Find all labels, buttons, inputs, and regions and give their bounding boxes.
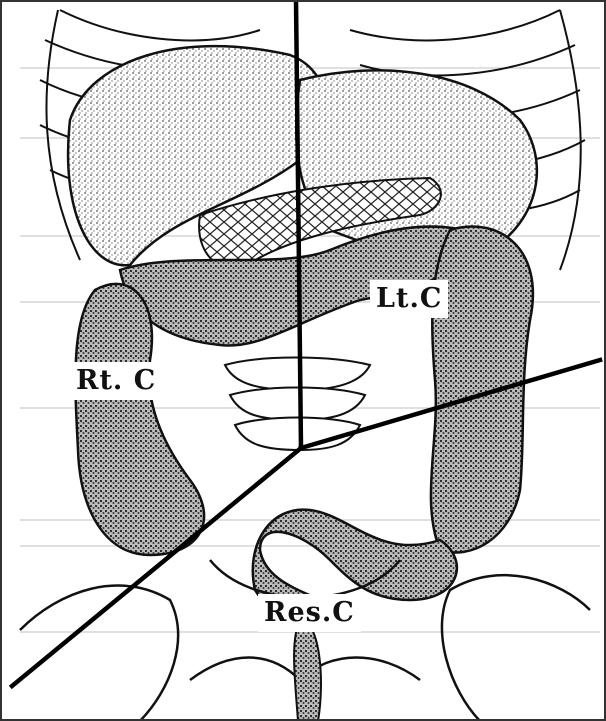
descending-colon xyxy=(431,227,533,553)
left-colon-label: Lt.C xyxy=(370,280,448,318)
rectosigmoid-colon-label: Res.C xyxy=(258,594,361,632)
rectum xyxy=(294,620,321,721)
right-colon-label: Rt. C xyxy=(70,362,162,400)
